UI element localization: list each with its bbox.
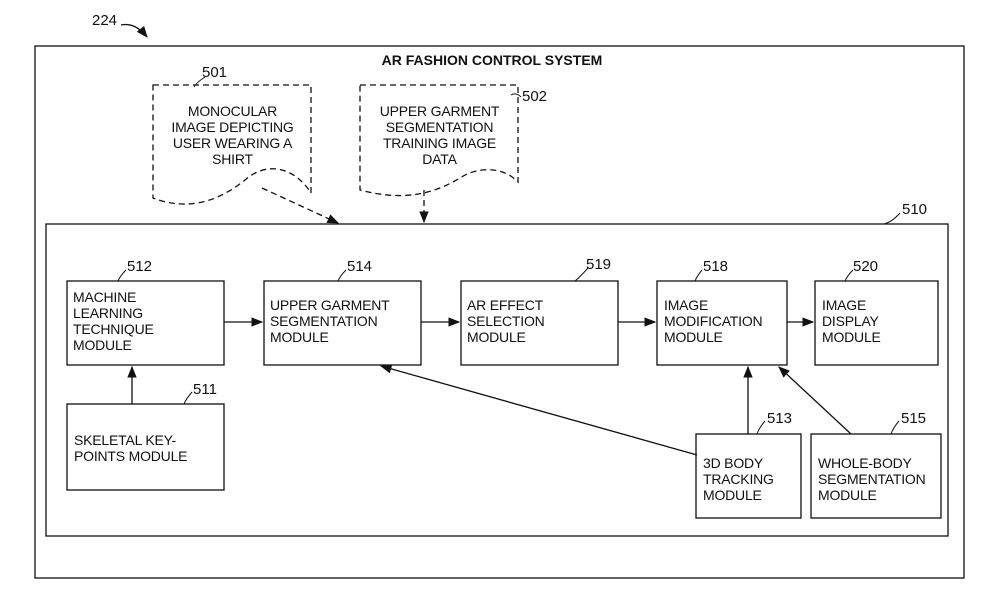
module-515-label: WHOLE-BODY SEGMENTATION MODULE — [818, 455, 926, 503]
module-515-box — [810, 433, 942, 519]
module-518-label: IMAGE MODIFICATION MODULE — [664, 297, 763, 345]
arrow-501-to-510 — [261, 187, 340, 224]
document-502-ref: 502 — [522, 88, 548, 105]
document-501-label: MONOCULAR IMAGE DEPICTING USER WEARING A… — [171, 103, 294, 167]
module-520-box — [814, 280, 939, 366]
module-519-box — [460, 280, 619, 366]
container-510-ref: 510 — [902, 201, 928, 218]
module-512-label: MACHINE LEARNING TECHNIQUE MODULE — [73, 289, 154, 353]
leader-515 — [890, 420, 900, 435]
leader-510 — [883, 212, 901, 225]
module-512-box — [66, 280, 225, 366]
module-511-ref: 511 — [193, 381, 217, 398]
document-501-ref: 501 — [202, 64, 228, 81]
module-519-label: AR EFFECT SELECTION MODULE — [467, 297, 545, 345]
container-510-box — [45, 223, 949, 537]
leader-502 — [510, 93, 522, 98]
leader-518 — [694, 269, 703, 282]
arrow-513-to-514 — [379, 364, 698, 456]
figure-ref-number: 224 — [92, 12, 118, 29]
module-514-box — [263, 280, 422, 366]
module-519-ref: 519 — [586, 256, 612, 273]
module-511-label: SKELETAL KEY- POINTS MODULE — [74, 432, 188, 464]
figure-ref-arrow — [120, 23, 148, 38]
leader-519 — [574, 267, 589, 282]
module-514-label: UPPER GARMENT SEGMENTATION MODULE — [270, 297, 390, 345]
module-512-ref: 512 — [127, 258, 153, 275]
system-outer-box — [34, 45, 965, 579]
document-502-shape — [359, 84, 519, 197]
leader-514 — [337, 269, 347, 282]
module-520-ref: 520 — [853, 258, 879, 275]
module-520-label: IMAGE DISPLAY MODULE — [822, 297, 881, 345]
leader-520 — [844, 269, 854, 282]
system-title: AR FASHION CONTROL SYSTEM — [381, 52, 603, 68]
leader-512 — [117, 269, 127, 282]
module-513-label: 3D BODY TRACKING MODULE — [703, 455, 774, 503]
module-514-ref: 514 — [347, 258, 373, 275]
module-518-ref: 518 — [703, 258, 729, 275]
module-518-box — [656, 280, 788, 366]
module-511-box — [66, 403, 225, 491]
leader-501 — [193, 76, 206, 88]
module-515-ref: 515 — [901, 410, 927, 427]
document-501-shape — [152, 84, 312, 205]
document-502-label: UPPER GARMENT SEGMENTATION TRAINING IMAG… — [379, 103, 500, 167]
leader-513 — [756, 420, 766, 435]
arrow-515-to-518 — [778, 366, 852, 435]
module-513-ref: 513 — [767, 410, 793, 427]
leader-511 — [183, 391, 193, 405]
